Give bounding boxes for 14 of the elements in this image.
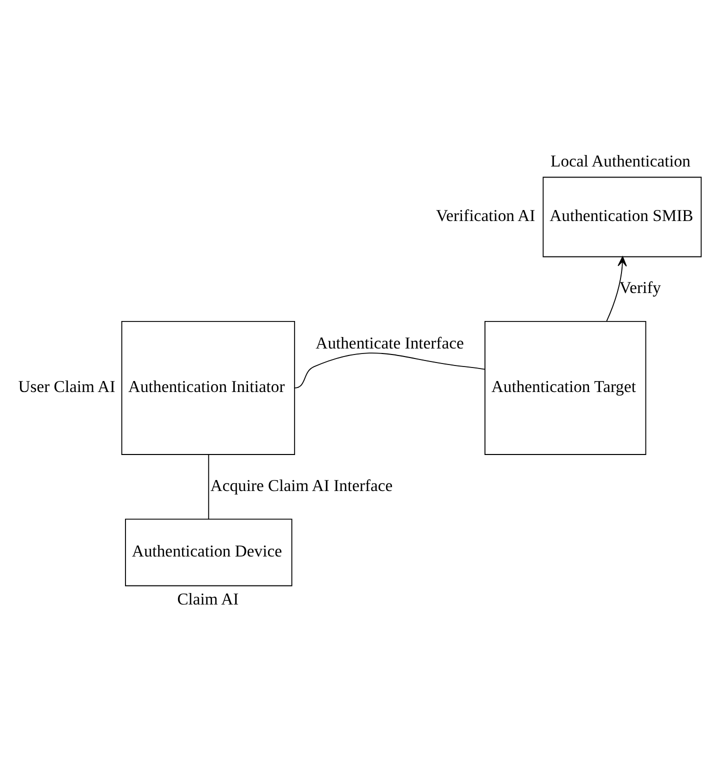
connector xyxy=(294,352,486,388)
arrow xyxy=(606,256,627,322)
node-box: Authentication Device xyxy=(125,518,292,586)
node-box: Authentication Target xyxy=(484,320,646,455)
node-label: Claim AI xyxy=(177,590,239,609)
edge-label: Acquire Claim AI Interface xyxy=(210,476,393,495)
node-label: Local Authentication xyxy=(550,152,690,171)
node-label: User Claim AI xyxy=(18,377,116,396)
edge-label: Verify xyxy=(619,278,661,298)
node-box: Authentication SMIB xyxy=(542,176,702,258)
node-box: Authentication Initiator xyxy=(121,320,296,455)
node-label: Verification AI xyxy=(436,206,536,226)
connector xyxy=(208,454,210,520)
edge-label: Authenticate Interface xyxy=(316,334,464,353)
